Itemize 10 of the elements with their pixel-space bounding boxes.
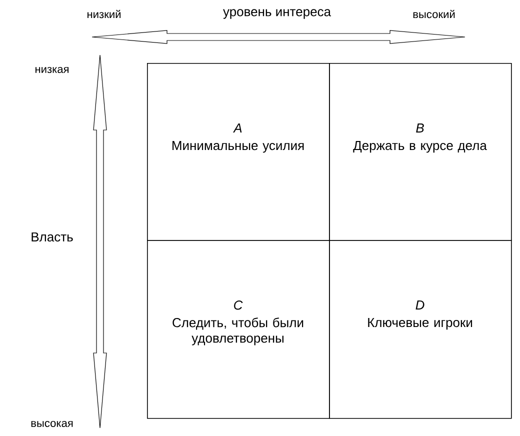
scale-label: высокая <box>31 420 73 428</box>
quadrant-box: C Следить, чтобы были удовлетворены <box>147 240 330 419</box>
quadrant-box: D Ключевые игроки <box>329 240 512 419</box>
quadrant-box: A Минимальные усилия <box>147 63 330 241</box>
quadrant-box: B Держать в курсе дела <box>329 63 512 241</box>
scale-label: низкая <box>36 66 68 74</box>
axis-label: Власть <box>32 232 73 242</box>
axis-label: уровень интереса <box>223 9 331 19</box>
scale-label: низкий <box>88 10 120 18</box>
scale-label: высокий <box>413 10 455 18</box>
